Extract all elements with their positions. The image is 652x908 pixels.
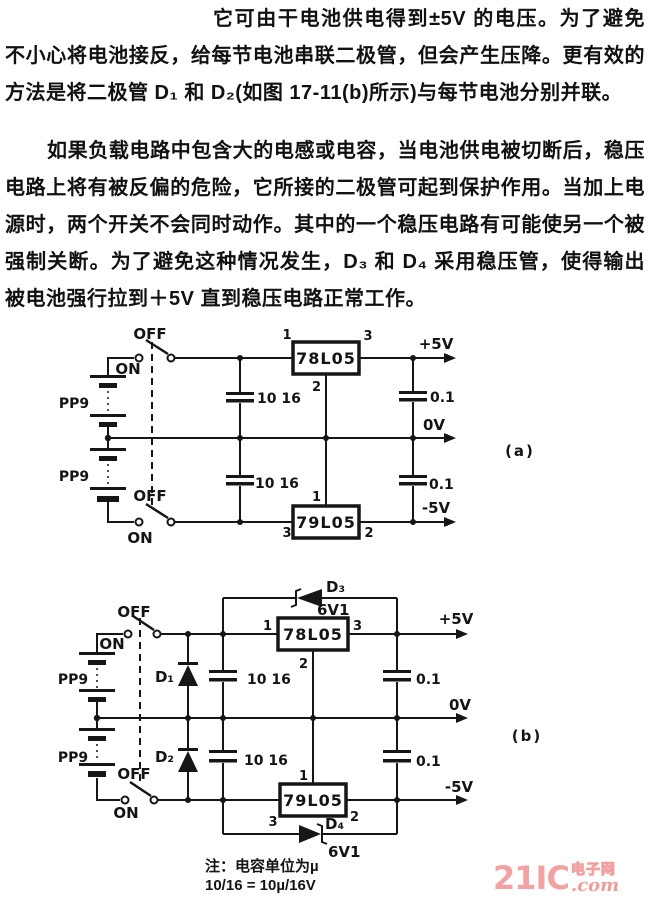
pin-number-79-in: 3	[282, 526, 291, 541]
capacitor-value-input-top: 10 16	[257, 391, 301, 407]
regulator-78l05-box	[291, 340, 361, 376]
switch-on-label-bottom: ON	[113, 804, 138, 822]
capacitor-value-input-bottom: 10 16	[244, 753, 288, 769]
regulator-label-78l05: 78L05	[283, 625, 343, 644]
switch-on-label-bottom: ON	[127, 529, 152, 547]
zener-symbol-d4	[299, 823, 328, 845]
regulator-label-78l05: 78L05	[296, 349, 356, 368]
battery-label-top: PP9	[58, 672, 88, 688]
capacitor-symbol-input-top	[226, 392, 254, 403]
capacitor-value-output-top: 0.1	[416, 672, 441, 688]
regulator-79l05-box	[291, 504, 361, 540]
capacitor-value-output-bottom: 0.1	[429, 477, 454, 493]
switch-symbol-top	[134, 338, 176, 363]
watermark-com-text: .com	[570, 875, 620, 896]
diode-label-d2: D₂	[155, 748, 174, 766]
pin-number-79-gnd: 1	[312, 490, 321, 505]
diode-label-d4: D₄	[325, 815, 344, 833]
battery-label-top: PP9	[59, 396, 89, 412]
arrow-icon-neg	[444, 517, 456, 527]
watermark-cn-text: 电子网	[570, 861, 616, 877]
diode-symbol-d2	[178, 748, 198, 772]
diode-label-d1: D₁	[155, 668, 174, 686]
switch-off-label-bottom: OFF	[133, 487, 166, 505]
figure-caption-b: (b)	[512, 727, 542, 745]
paragraph-intro: 它可由干电池供电得到±5V 的电压。为了避免不小心将电池接反，给每节电池串联二极…	[5, 8, 645, 104]
battery-label-bottom: PP9	[59, 469, 89, 485]
switch-symbol-top	[123, 614, 162, 639]
switch-off-label-top: OFF	[117, 603, 150, 621]
capacitor-unit-note: 注：电容单位为µ 10/16 = 10µ/16V	[205, 857, 319, 895]
pin-number-79-out: 2	[364, 526, 373, 541]
watermark-brand: 21IC	[493, 859, 570, 897]
diode-label-d3: D₃	[326, 578, 345, 596]
capacitor-symbol-input-bottom	[226, 475, 254, 486]
circuit-a-wiring	[107, 342, 446, 523]
battery-symbol-top	[90, 375, 126, 427]
switch-off-label-bottom: OFF	[117, 765, 150, 783]
capacitor-symbol-input-bottom	[209, 750, 237, 763]
regulator-label-79l05: 79L05	[283, 791, 343, 810]
pin-number-78-out: 3	[363, 329, 372, 344]
pin-number-79-gnd: 1	[299, 769, 308, 784]
note-line-1: 注：电容单位为µ	[205, 858, 319, 875]
arrow-icon-pos	[444, 353, 456, 363]
pin-number-78-gnd: 2	[299, 657, 308, 672]
pin-number-78-in: 1	[282, 328, 291, 343]
regulator-78l05-box	[276, 616, 350, 652]
switch-on-label-top: ON	[115, 360, 140, 378]
switch-on-label-top: ON	[99, 635, 124, 653]
arrow-icon-pos	[456, 629, 468, 639]
battery-label-bottom: PP9	[58, 750, 88, 766]
output-arrows	[456, 629, 468, 805]
circuit-diagram-a: OFF ON OFF ON PP9 PP9 10 16 10 16 0.1 0.…	[59, 325, 535, 547]
pin-number-78-out: 3	[353, 619, 362, 634]
capacitor-value-output-bottom: 0.1	[416, 754, 441, 770]
switch-symbol-bottom	[120, 780, 159, 805]
capacitor-symbol-output-top	[399, 391, 427, 402]
figure-caption-a: (a)	[505, 442, 535, 460]
note-line-2: 10/16 = 10µ/16V	[205, 877, 316, 894]
capacitor-value-input-bottom: 10 16	[255, 476, 299, 492]
zener-symbol-d3	[290, 588, 322, 608]
battery-symbol-top	[79, 652, 115, 702]
arrow-icon-zero	[456, 713, 468, 723]
battery-symbol-bottom	[79, 728, 115, 777]
capacitor-symbol-output-bottom	[399, 475, 427, 486]
zener-voltage-label-d4: 6V1	[328, 843, 360, 861]
pin-number-79-out: 2	[350, 810, 359, 825]
diode-symbol-d1	[178, 662, 198, 686]
capacitor-symbol-input-top	[209, 670, 237, 682]
regulator-79l05-box	[278, 782, 348, 818]
junction-dots	[93, 631, 400, 803]
pin-number-78-in: 1	[263, 619, 272, 634]
capacitor-value-input-top: 10 16	[247, 672, 291, 688]
junction-dots	[104, 355, 416, 525]
capacitor-symbol-output-bottom	[383, 750, 411, 763]
switch-symbol-bottom	[134, 502, 176, 527]
paragraph-body: 如果负载电路中包含大的电感或电容，当电池供电被切断后，稳压电路上将有被反偏的危险…	[5, 140, 645, 310]
arrow-icon-zero	[444, 433, 456, 443]
rail-label-pos5v: +5V	[439, 610, 474, 628]
rail-label-pos5v: +5V	[419, 335, 454, 353]
arrow-icon-neg	[456, 795, 468, 805]
zener-voltage-label-d3: 6V1	[317, 601, 349, 619]
rail-label-0v: 0V	[423, 416, 445, 434]
rail-label-neg5v: -5V	[422, 499, 451, 517]
output-arrows	[444, 353, 456, 527]
rail-label-0v: 0V	[449, 696, 471, 714]
rail-label-neg5v: -5V	[445, 778, 474, 796]
regulator-label-79l05: 79L05	[296, 513, 356, 532]
circuit-diagram-b: OFF ON OFF ON PP9 PP9 D₁ D₂ D₃ 6V1 D₄ 6V…	[58, 578, 542, 861]
capacitor-symbol-output-top	[383, 670, 411, 682]
capacitor-value-output-top: 0.1	[430, 390, 455, 406]
pin-number-79-in: 3	[268, 815, 277, 830]
pin-number-78-gnd: 2	[312, 380, 321, 395]
battery-symbol-bottom	[90, 448, 126, 502]
switch-off-label-top: OFF	[133, 325, 166, 343]
